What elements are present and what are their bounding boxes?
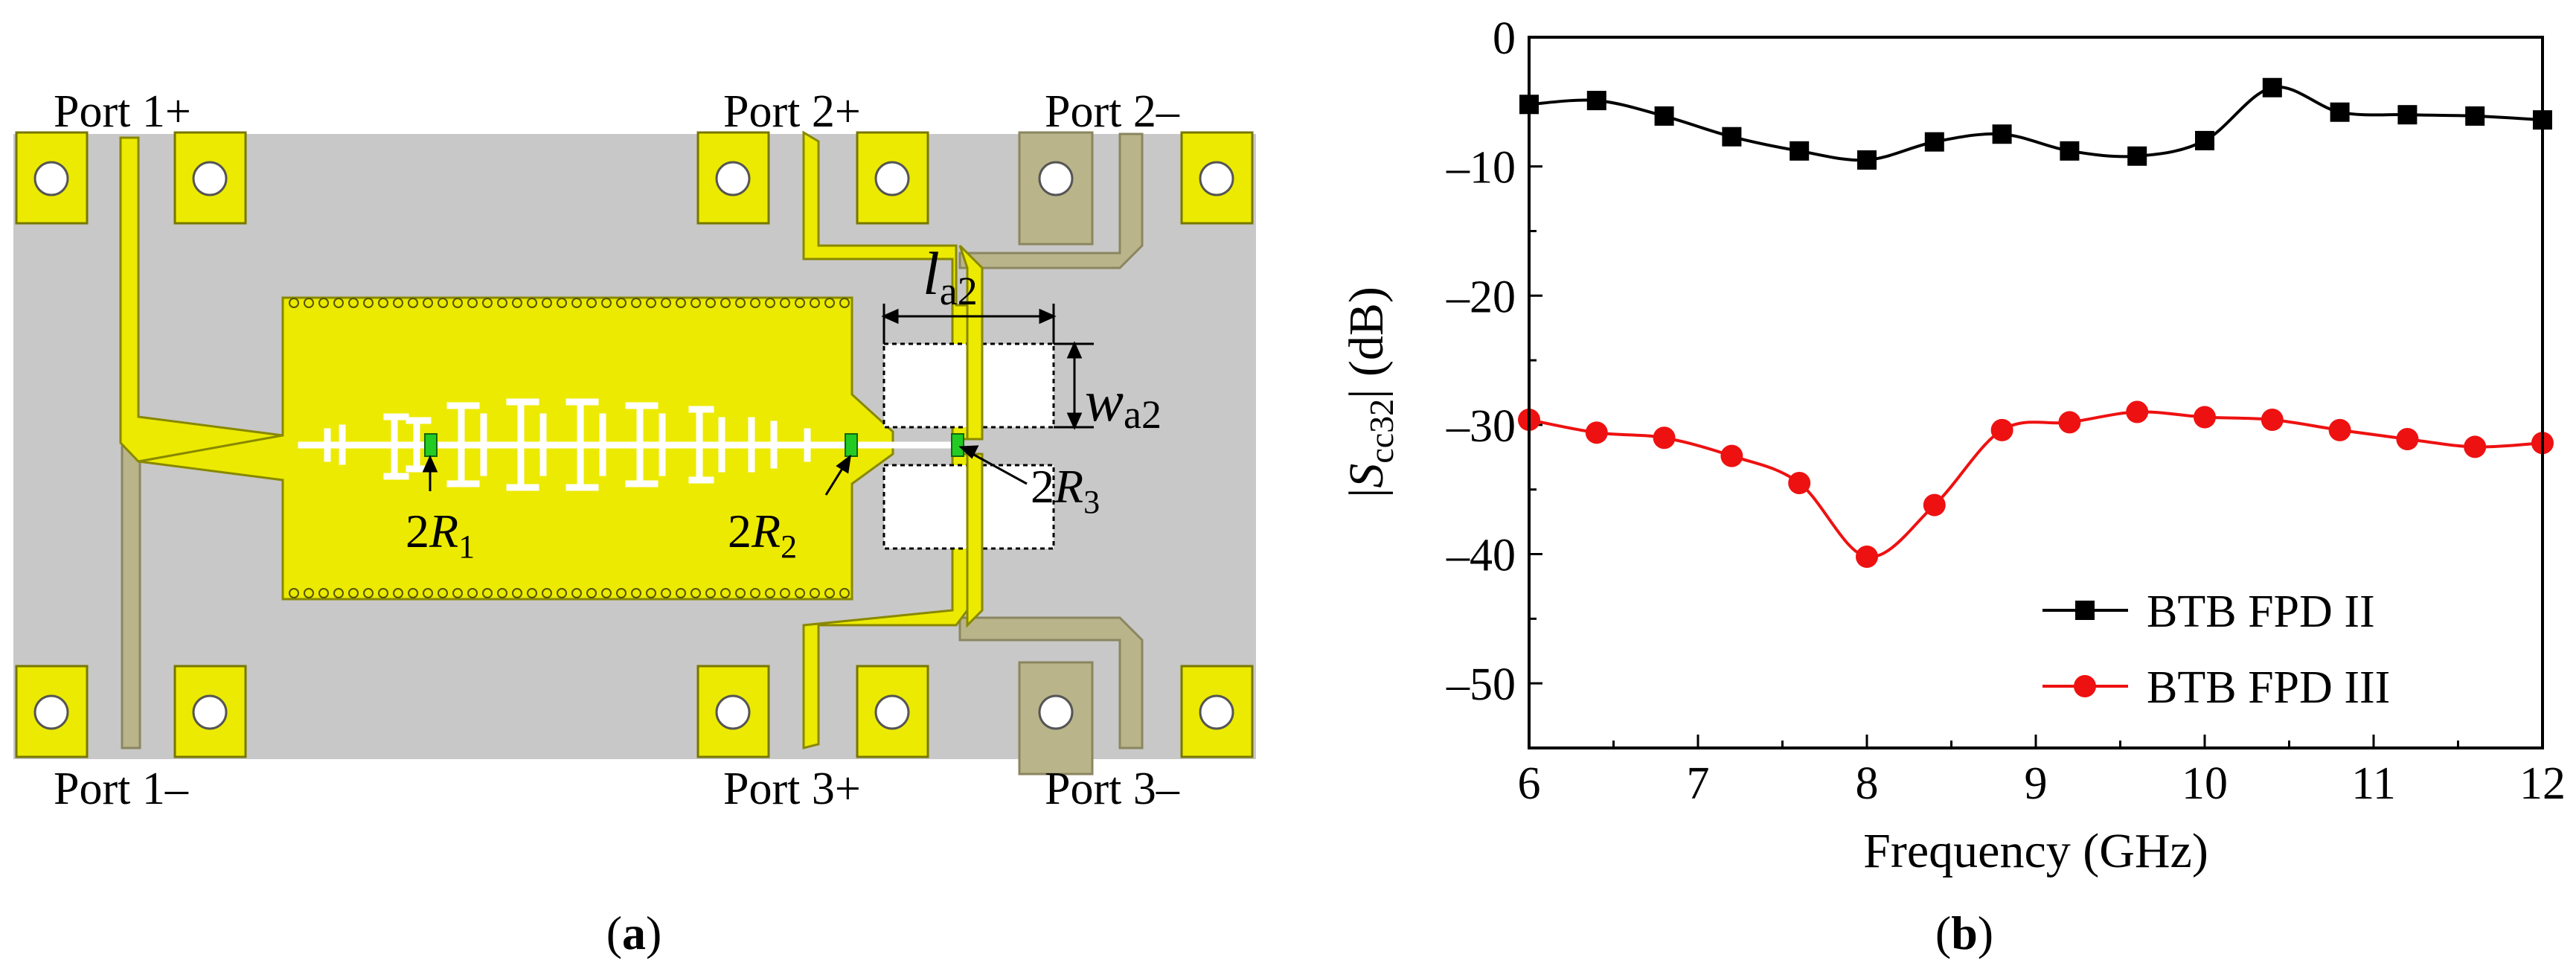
x-tick-label: 9 (2025, 758, 2048, 809)
data-point-square (1857, 150, 1877, 170)
chart-ticks (1528, 36, 2544, 748)
legend-label-btb-fpd-iii: BTB FPD III (2147, 662, 2390, 713)
data-point-square (2465, 106, 2485, 126)
port-2-plus-label: Port 2+ (723, 86, 861, 137)
la2-label: la2 (923, 240, 978, 313)
y-tick-label: –50 (1446, 659, 1516, 710)
r2-label: 2R2 (728, 505, 797, 565)
y-tick-label: –40 (1446, 531, 1516, 581)
wa2-label: wa2 (1085, 368, 1162, 437)
data-point-circle (1990, 418, 2013, 441)
data-point-square (2262, 77, 2282, 97)
data-point-circle (2058, 411, 2081, 434)
data-point-circle (2194, 406, 2216, 429)
y-tick-label: 0 (1493, 13, 1516, 64)
x-tick-label: 12 (2519, 758, 2566, 809)
port-3-plus-label: Port 3+ (723, 764, 861, 814)
legend: BTB FPD II BTB FPD III (2042, 586, 2390, 713)
data-point-circle (2396, 428, 2419, 451)
data-point-square (1992, 124, 2012, 144)
port-pads (15, 131, 1254, 758)
via-holes (33, 161, 1234, 730)
chart-tick-labels: 6 7 8 9 10 11 12 0 –10 –20 –30 –40 –50 (1446, 13, 2566, 809)
resistor-pointers (422, 445, 1028, 496)
series-line-0 (1528, 85, 2543, 162)
plot-frame (1528, 36, 2544, 749)
y-tick-label: –20 (1446, 272, 1516, 322)
port-2-minus-label: Port 2– (1045, 86, 1180, 137)
port-1-plus-label: Port 1+ (54, 86, 191, 137)
legend-label-btb-fpd-ii: BTB FPD II (2147, 586, 2375, 637)
port-1-minus-label: Port 1– (54, 764, 189, 814)
data-point-square (1654, 106, 1674, 126)
data-point-circle (1923, 493, 1946, 517)
data-point-square (2060, 141, 2080, 161)
panel-a-caption: (a) (606, 907, 662, 959)
dimension-arrows (881, 304, 1094, 430)
data-point-circle (1788, 472, 1811, 495)
data-point-square (1586, 91, 1606, 111)
chart-markers (1518, 77, 2554, 569)
via-row-top (289, 298, 850, 308)
data-point-square (1924, 132, 1944, 152)
chart-panel: 6 7 8 9 10 11 12 0 –10 –20 –30 –40 –50 Frequency (GH… (1339, 13, 2566, 959)
y-tick-label: –30 (1446, 401, 1516, 452)
chart-lines (1528, 85, 2543, 559)
panel-b-caption: (b) (1935, 907, 1993, 959)
resistor-r2 (845, 433, 858, 457)
via-row-bottom (289, 588, 850, 598)
port2-overlay (958, 244, 984, 628)
data-point-circle (2328, 418, 2351, 441)
data-point-square (2195, 130, 2214, 150)
x-tick-label: 8 (1856, 758, 1879, 809)
data-point-square (1722, 127, 1742, 147)
legend-marker-btb-fpd-ii (2075, 601, 2095, 620)
data-point-square (2397, 105, 2418, 125)
data-point-circle (2126, 400, 2149, 423)
data-point-square (2127, 146, 2147, 166)
data-point-circle (1856, 546, 1878, 569)
resistor-r3 (951, 433, 964, 457)
port-3-minus-label: Port 3– (1045, 764, 1180, 814)
x-tick-label: 6 (1518, 758, 1541, 809)
data-point-circle (2464, 435, 2487, 458)
x-tick-label: 7 (1687, 758, 1710, 809)
series-line-1 (1528, 410, 2543, 559)
r3-label: 2R3 (1031, 460, 1100, 520)
data-point-circle (1720, 444, 1743, 467)
data-point-circle (1585, 421, 1608, 444)
legend-marker-btb-fpd-iii (2074, 675, 2096, 697)
resistor-r1 (424, 433, 438, 457)
data-point-circle (2261, 408, 2284, 431)
resistors (424, 433, 964, 457)
data-point-circle (1653, 426, 1676, 450)
data-point-square (1790, 141, 1810, 161)
r1-label: 2R1 (406, 505, 475, 565)
bottom-layer-traces (121, 131, 1144, 776)
x-tick-label: 10 (2182, 758, 2228, 809)
x-axis-label: Frequency (GHz) (1863, 824, 2208, 878)
data-point-square (2330, 102, 2350, 122)
y-tick-label: –10 (1446, 143, 1516, 194)
layout-panel: Port 1+ Port 2+ Port 2– Port 1– Port 3+ … (13, 86, 1256, 959)
y-axis-label: |Scc32| (dB) (1339, 287, 1400, 498)
x-tick-label: 11 (2351, 758, 2396, 809)
